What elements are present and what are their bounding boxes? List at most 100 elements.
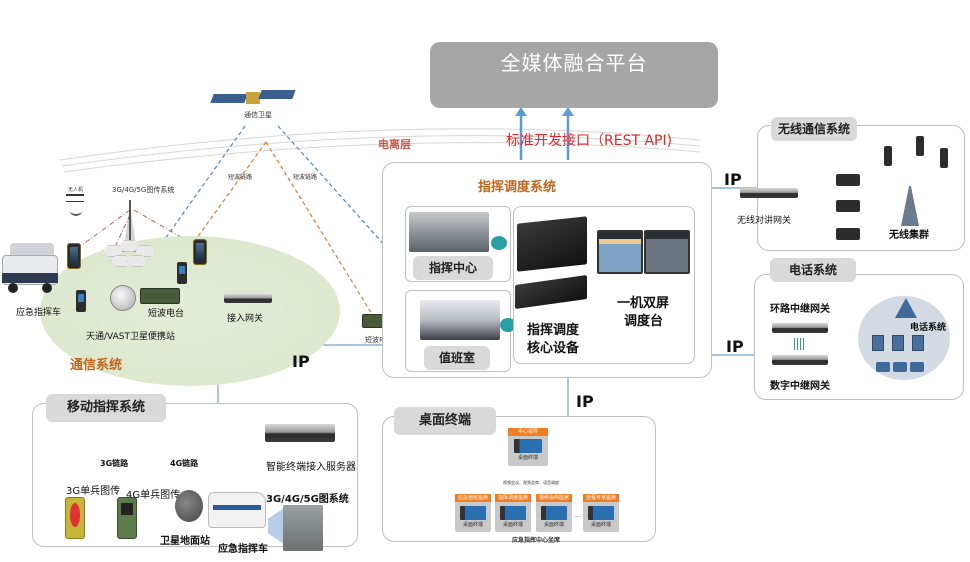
satellite-icon [210, 88, 296, 108]
comm-system-title: 通信系统 [70, 358, 123, 373]
desktop-terminal: 视频会商座席 桌面终端 [536, 494, 572, 532]
emergency-vehicle-icon [2, 243, 58, 295]
satellite-dish-icon [110, 285, 136, 311]
hf-link-left-label: 短波链路 [228, 174, 253, 181]
desk-phone-icon [588, 506, 614, 520]
digital-gateway-icon [772, 355, 828, 365]
ip-label-right-bottom: IP [726, 337, 744, 356]
core-device-rack-icon [517, 216, 587, 272]
link-3g-label: 3G链路 [100, 459, 129, 468]
wireless-gateway-label: 无线对讲网关 [737, 216, 792, 226]
drone-icon [66, 194, 84, 202]
cell-hex [127, 255, 147, 267]
sat-station-label: 天通/VAST卫星便携站 [86, 332, 175, 342]
device-4g-label: 4G单兵图传 [126, 490, 181, 501]
cell-hex [135, 245, 155, 257]
desktop-terminal-header: 视频会商座席 [536, 494, 572, 502]
telephone-icon [910, 362, 924, 372]
desktop-ellipsis: ... [575, 512, 581, 519]
ground-station-label: 卫星地面站 [160, 536, 210, 547]
walkie-talkie-icon [940, 148, 948, 168]
desktop-terminal: 远程专家座席 桌面终端 [583, 494, 619, 532]
extension-icon [912, 335, 924, 351]
device-4g-icon [117, 497, 137, 539]
mobile-image-system-label: 3G/4G/5G图系统 [266, 494, 349, 505]
pbx-label: 电话系统 [910, 323, 947, 333]
desktop-terminal-header: 中心领导 [508, 428, 548, 436]
platform-title: 全媒体融合平台 [500, 51, 648, 75]
core-device-label-1: 指挥调度 [527, 323, 580, 338]
access-server-icon [265, 424, 335, 442]
duty-room-photo [420, 300, 500, 340]
phone-system-title: 电话系统 [770, 258, 856, 282]
image-system-label: 3G/4G/5G图传系统 [112, 186, 175, 194]
drone-label: 无人机 [68, 187, 84, 193]
access-gateway-label: 接入网关 [227, 314, 264, 324]
video-beam [268, 508, 284, 544]
desk-phone-icon [514, 439, 542, 453]
desktop-terminal-header: 远程专家座席 [583, 494, 619, 502]
desktop-links-caption: 视频会议、视频会商、语音调度 [503, 480, 559, 485]
extension-icon [872, 335, 884, 351]
router-icon [500, 318, 516, 332]
desk-phone-icon [500, 506, 526, 520]
wireless-gateway-icon [740, 188, 798, 198]
wireless-system-title: 无线通信系统 [771, 117, 857, 141]
desktop-terminal: 指挥调度座席 桌面终端 [495, 494, 531, 532]
ip-label-right-top: IP [724, 170, 742, 189]
console-monitor-left-icon [597, 230, 643, 274]
hf-radio-label: 短波电台 [148, 309, 185, 319]
comm-area [40, 236, 340, 386]
api-arrowhead [515, 107, 527, 116]
api-label: 标准开发接口（REST API) [506, 133, 673, 149]
desktop-terminal-label: 桌面终端 [462, 522, 483, 528]
desktop-terminal-header: 应急值班座席 [455, 494, 491, 502]
desktop-terminal-header: 指挥调度座席 [495, 494, 531, 502]
mobile-radio-icon [836, 174, 860, 186]
device-3g-icon [65, 497, 85, 539]
duty-room-label: 值班室 [424, 346, 490, 370]
mobile-vehicle-label: 应急指挥车 [218, 544, 268, 555]
loop-gateway-icon [772, 323, 828, 333]
walkie-talkie-icon [916, 136, 924, 156]
handheld-radio-icon [76, 290, 86, 312]
desktop-system-title: 桌面终端 [394, 407, 496, 435]
smartphone-icon [67, 243, 81, 269]
hf-radio-remote-label: 短波电台 [365, 336, 393, 344]
api-arrowhead [562, 107, 574, 116]
police-car-icon [208, 492, 266, 528]
media-fusion-platform: 全媒体融合平台 [430, 42, 718, 108]
cell-hex [119, 240, 139, 252]
desktop-terminal-label: 桌面终端 [543, 522, 564, 528]
trunk-cable-icon [794, 338, 806, 350]
signal-icon [70, 206, 82, 216]
console-label-2: 调度台 [624, 314, 664, 329]
desktop-terminal: 应急值班座席 桌面终端 [455, 494, 491, 532]
access-server-label: 智能终端接入服务器 [266, 462, 356, 473]
mobile-system-title: 移动指挥系统 [46, 394, 166, 422]
device-3g-label: 3G单兵图传 [66, 486, 121, 497]
mobile-radio-icon [836, 228, 860, 240]
traffic-video-thumbnail [283, 505, 323, 551]
desktop-terminal-label: 桌面终端 [590, 522, 611, 528]
satellite-label: 通信卫星 [244, 111, 272, 119]
console-label-1: 一机双屏 [617, 296, 670, 311]
ground-station-icon [175, 490, 203, 522]
telephone-icon [876, 362, 890, 372]
mobile-radio-icon [836, 200, 860, 212]
trunk-label: 无线集群 [889, 230, 929, 241]
desk-phone-icon [460, 506, 486, 520]
vehicle-label: 应急指挥车 [16, 308, 62, 318]
hf-radio-icon [140, 288, 180, 304]
desktop-terminal-label: 桌面终端 [502, 522, 523, 528]
access-gateway-icon [224, 294, 272, 303]
smartphone-icon [193, 239, 207, 265]
hf-link-right-label: 短波链路 [293, 174, 318, 181]
desk-phone-icon [541, 506, 567, 520]
desktop-terminal-label: 桌面终端 [517, 455, 538, 461]
command-center-photo [409, 212, 489, 252]
walkie-talkie-icon [884, 146, 892, 166]
cell-hex [103, 245, 123, 257]
dispatch-system-title: 指挥调度系统 [478, 180, 557, 195]
loop-gateway-label: 环路中继网关 [770, 304, 830, 315]
